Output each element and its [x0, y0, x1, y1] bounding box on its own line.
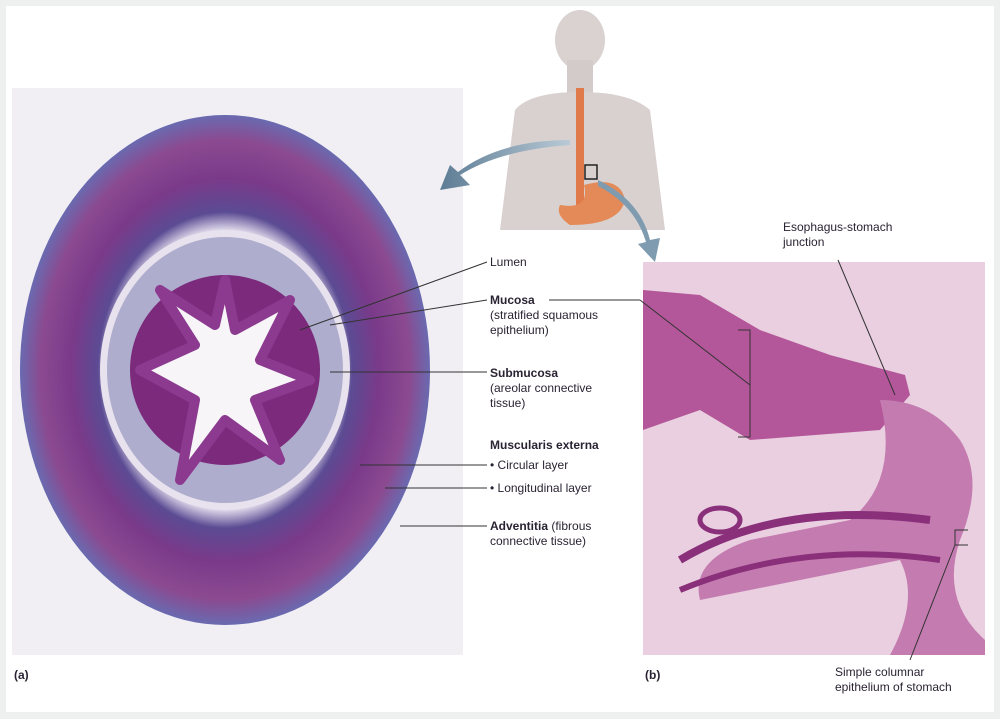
adventitia-title: Adventitia	[490, 519, 549, 533]
human-torso-illustration	[500, 10, 665, 230]
label-lumen: Lumen	[490, 255, 527, 269]
adventitia-desc-2: connective tissue)	[490, 534, 587, 548]
submucosa-desc-2: tissue)	[490, 396, 526, 410]
mucosa-desc-2: epithelium)	[490, 323, 549, 337]
panel-label-a: (a)	[14, 668, 29, 682]
submucosa-desc-1: (areolar connective	[490, 381, 593, 395]
junction-micrograph-image	[643, 262, 985, 655]
arrow-to-a	[440, 140, 570, 190]
label-muscularis: Muscularis externa	[490, 438, 599, 453]
arrow-to-b	[598, 180, 660, 262]
submucosa-title: Submucosa	[490, 366, 559, 380]
columnar-line-1: Simple columnar	[835, 665, 925, 679]
mucosa-desc-1: (stratified squamous	[490, 308, 599, 322]
junction-line-2: junction	[783, 235, 825, 249]
panel-label-b: (b)	[645, 668, 661, 682]
muscularis-title: Muscularis externa	[490, 438, 599, 452]
leader-lines	[299, 259, 968, 661]
mucosa-title: Mucosa	[490, 293, 535, 307]
label-circular: • Circular layer	[490, 458, 569, 472]
adventitia-desc-1: (fibrous	[548, 519, 592, 533]
junction-line-1: Esophagus-stomach	[783, 220, 893, 234]
columnar-line-2: epithelium of stomach	[835, 680, 952, 694]
label-longitudinal: • Longitudinal layer	[490, 481, 592, 495]
